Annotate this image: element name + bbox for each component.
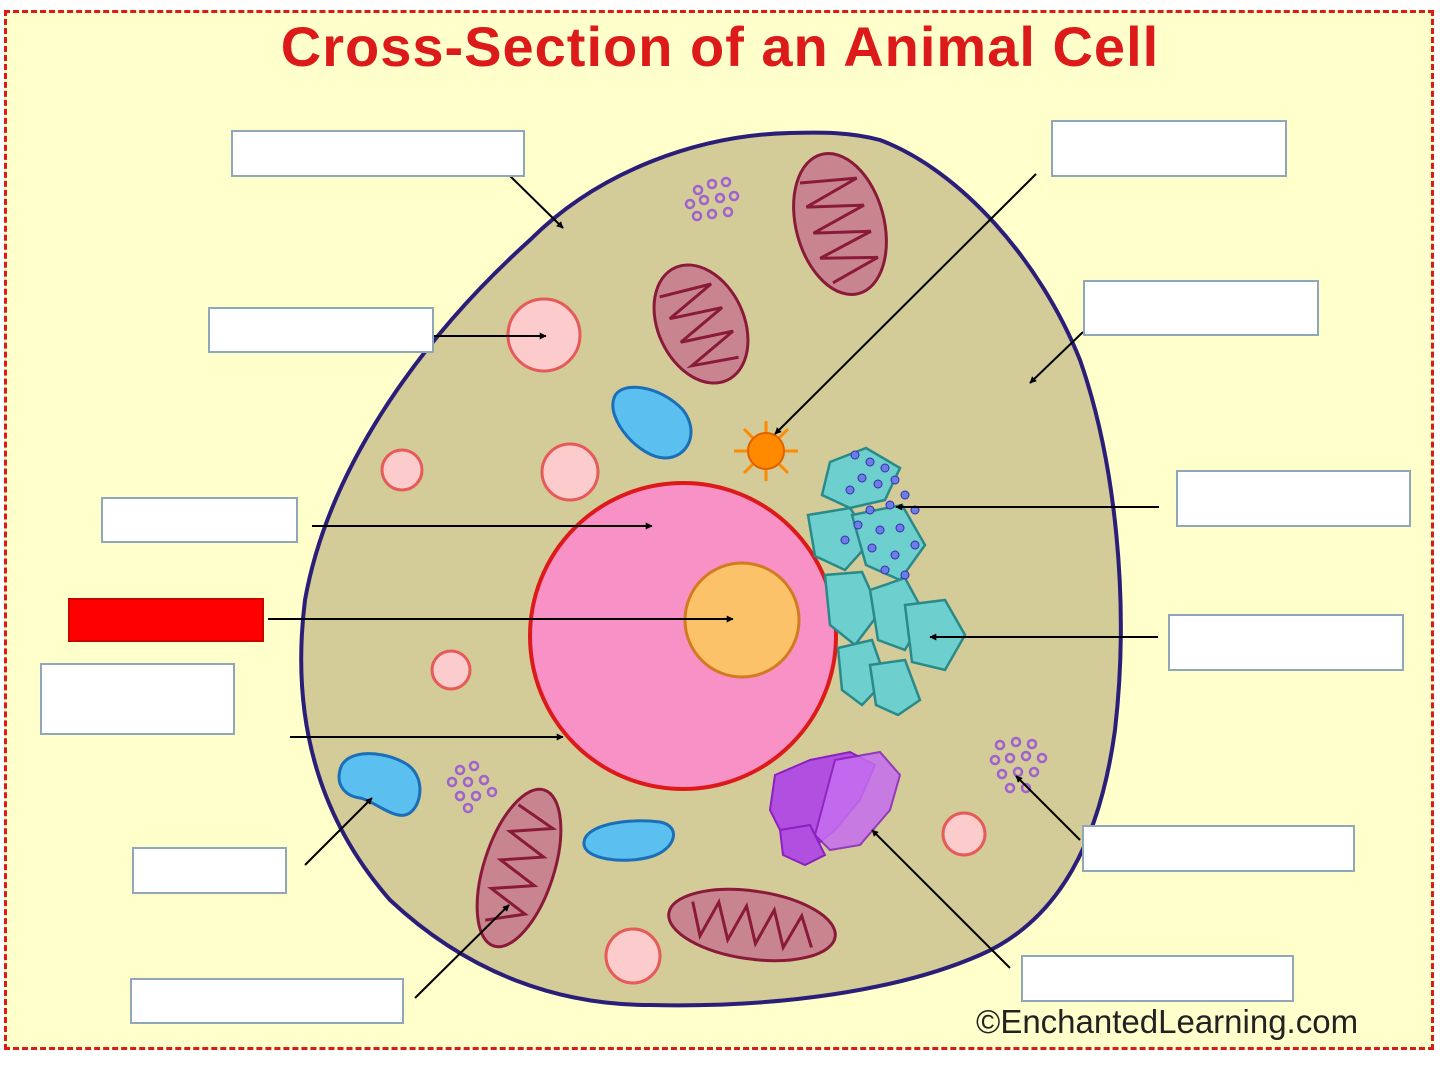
centrosome	[734, 421, 798, 481]
er-ribosome-dots	[840, 450, 920, 580]
arrow-ribosomes	[1015, 775, 1081, 841]
label-vacuole[interactable]	[132, 847, 287, 894]
vacuoles	[337, 385, 693, 862]
label-cytoplasm[interactable]	[1083, 280, 1319, 336]
label-smooth-er[interactable]	[1168, 614, 1404, 671]
arrow-cytoplasm	[1029, 331, 1084, 384]
label-centrosome[interactable]	[1051, 120, 1287, 177]
label-nuclear-membrane[interactable]	[40, 663, 235, 735]
diagram-title: Cross-Section of an Animal Cell	[280, 15, 1160, 78]
nucleus	[528, 481, 838, 791]
mitochondria	[475, 152, 888, 963]
arrow-centrosome	[774, 173, 1037, 435]
endoplasmic-reticulum	[806, 446, 967, 717]
arrow-mitochondrion	[414, 904, 510, 999]
label-nucleus[interactable]	[101, 497, 298, 543]
label-ribosomes[interactable]	[1082, 825, 1355, 872]
arrow-cell-membrane	[507, 173, 564, 229]
label-lysosome[interactable]	[208, 307, 434, 353]
label-mitochondrion[interactable]	[130, 978, 404, 1024]
label-golgi-apparatus[interactable]	[1021, 955, 1294, 1002]
copyright-credit: ©EnchantedLearning.com	[976, 1003, 1359, 1040]
label-cell-membrane[interactable]	[231, 130, 525, 177]
label-rough-er[interactable]	[1176, 470, 1411, 527]
arrow-golgi-apparatus	[871, 829, 1011, 969]
label-nucleolus[interactable]	[68, 598, 264, 642]
golgi-apparatus	[768, 750, 902, 867]
arrow-vacuole	[304, 797, 373, 866]
pointer-arrows	[268, 173, 1159, 999]
